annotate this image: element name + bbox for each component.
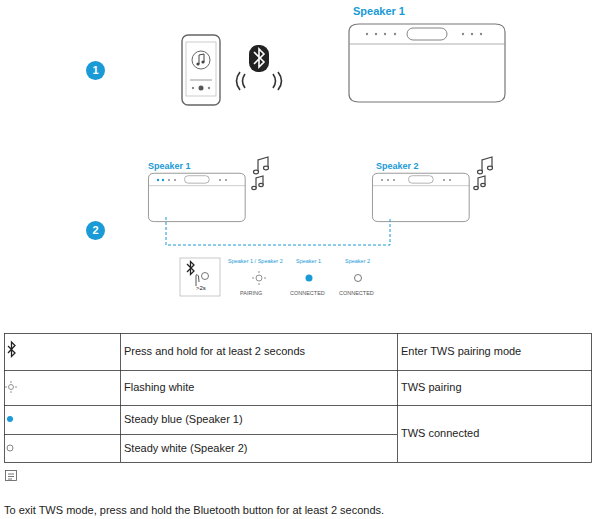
tws-link <box>166 217 390 245</box>
note-text: To exit TWS mode, press and hold the Blu… <box>4 504 592 517</box>
table-cell: Press and hold for at least 2 seconds <box>124 345 392 358</box>
legend-heading: Speaker 2 <box>345 258 370 264</box>
step-number: 1 <box>86 61 105 80</box>
table-cell: TWS pairing <box>401 381 589 394</box>
status-caption: CONNECTED <box>339 290 374 296</box>
table-cell: Flashing white <box>124 381 392 394</box>
table-cell: Enter TWS pairing mode <box>401 345 589 358</box>
phone-illustration <box>182 35 220 105</box>
step-number: 2 <box>86 221 105 240</box>
table-grid <box>4 333 592 463</box>
status-caption: PAIRING <box>240 290 262 296</box>
speaker-box: Speaker 1 <box>345 1 510 105</box>
table-cell: TWS connected <box>401 427 589 440</box>
status-legend-art <box>180 258 362 296</box>
callout-number: 2 <box>92 225 98 236</box>
legend-heading: Speaker 1 / Speaker 2 <box>228 258 283 264</box>
speaker-illustration <box>148 173 245 221</box>
table-icons <box>5 342 17 451</box>
legend-heading: Speaker 1 <box>296 258 321 264</box>
status-caption: CONNECTED <box>290 290 325 296</box>
table-cell: Steady blue (Speaker 1) <box>124 413 392 426</box>
table-cell: Steady white (Speaker 2) <box>124 442 392 455</box>
speaker-label: Speaker 2 <box>376 161 419 172</box>
callout-number: 1 <box>92 65 98 76</box>
speaker-box: Speaker 1 <box>146 155 248 217</box>
speaker-box: Speaker 2 <box>370 155 472 217</box>
speaker-illustration <box>372 173 469 221</box>
bluetooth-icon <box>237 45 282 90</box>
speaker-label: Speaker 1 <box>353 5 405 18</box>
speaker-illustration <box>349 24 505 102</box>
note-icon <box>6 471 17 481</box>
music-notes <box>252 157 493 190</box>
speaker-label: Speaker 1 <box>148 161 191 172</box>
hold-time: >2s <box>196 285 206 292</box>
